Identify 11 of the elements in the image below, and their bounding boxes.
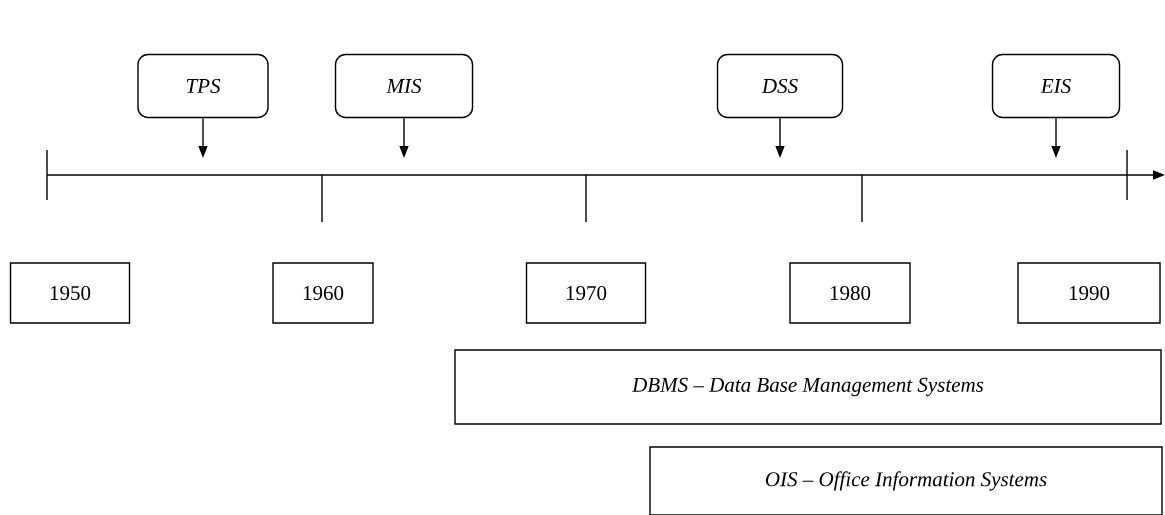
year-box: 1950 [9,262,131,324]
label-box: TPS [137,53,269,119]
year-box: 1960 [272,262,374,324]
label-box: DSS [716,53,844,119]
label-box: MIS [334,53,474,119]
period-box: OIS – Office Information Systems [649,446,1163,515]
label-box: EIS [991,53,1121,119]
year-box: 1980 [789,262,911,324]
period-box: DBMS – Data Base Management Systems [454,349,1162,425]
year-box: 1970 [525,262,647,324]
year-box: 1990 [1017,262,1161,324]
